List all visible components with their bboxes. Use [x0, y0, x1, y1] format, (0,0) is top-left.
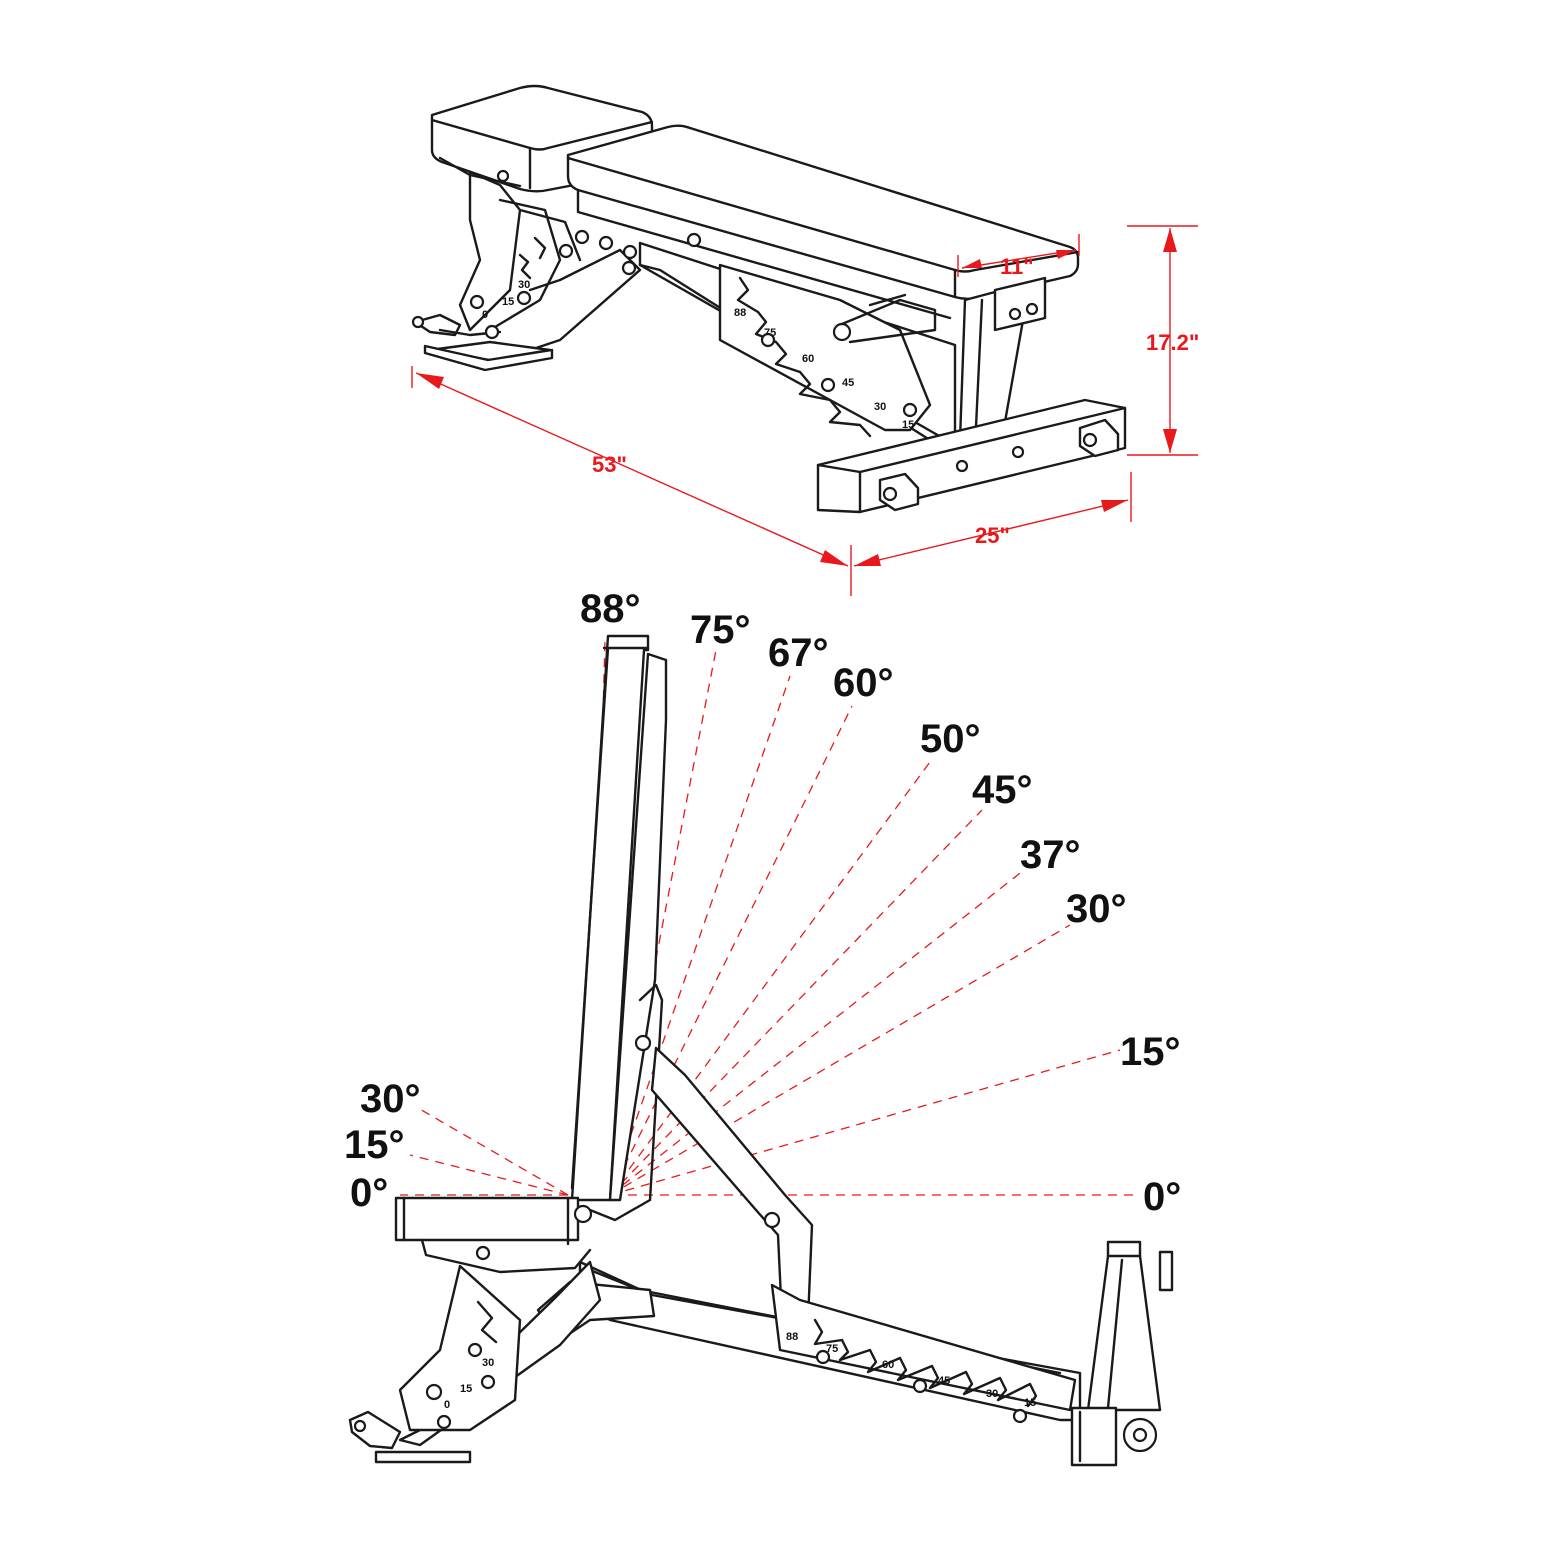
angle-label-30: 30° — [1066, 887, 1127, 931]
angle-rays — [400, 639, 1140, 1196]
top-seat-mark-30: 30 — [518, 279, 530, 291]
isometric-bench-drawing: 30 15 0 88 75 60 45 30 15 — [411, 84, 1127, 514]
front-support: 30 15 0 — [411, 169, 642, 372]
angle-label-0: 0° — [1143, 1175, 1181, 1219]
angle-label-88: 88° — [580, 587, 641, 631]
angle-label-67: 67° — [768, 631, 829, 675]
angle-label-75: 75° — [690, 608, 751, 652]
seat-angle-label-15: 15° — [344, 1123, 405, 1167]
seat-angle-label-0: 0° — [350, 1171, 388, 1215]
top-seat-mark-0: 0 — [482, 309, 488, 321]
seat-angle-labels: 30° 15° 0° — [344, 1077, 421, 1215]
angle-label-45: 45° — [972, 768, 1033, 812]
angle-label-15: 15° — [1120, 1030, 1181, 1074]
dim-height-label: 17.2" — [1146, 330, 1199, 355]
angle-label-37: 37° — [1020, 833, 1081, 877]
back-pad — [566, 124, 1080, 320]
dim-pad-width-label: 11" — [1000, 254, 1034, 279]
side-seat-mark-15: 15 — [460, 1383, 472, 1395]
side-seat-mark-0: 0 — [444, 1399, 450, 1411]
back-strut — [650, 1046, 814, 1327]
front-leg: 30 15 0 — [348, 1260, 602, 1464]
rear-upright-side — [1070, 1240, 1174, 1467]
top-ladder-mark-30: 30 — [874, 401, 886, 413]
main-rail: 88 75 60 45 30 15 — [638, 232, 957, 447]
seat-side — [394, 1196, 593, 1274]
top-ladder-mark-60: 60 — [802, 353, 814, 365]
dim-length-label: 53" — [592, 452, 627, 477]
side-ladder-mark-15: 15 — [1024, 1397, 1036, 1409]
side-ladder-mark-30: 30 — [986, 1388, 998, 1400]
angle-label-50: 50° — [920, 717, 981, 761]
dim-width-label: 25" — [975, 523, 1010, 548]
side-view-bench: 88 75 60 45 30 15 30 — [348, 634, 1174, 1467]
side-ladder-mark-45: 45 — [938, 1375, 950, 1387]
back-angle-labels: 88° 75° 67° 60° 50° 45° 37° 30° 15° 0° — [580, 587, 1181, 1219]
top-ladder-mark-15: 15 — [902, 419, 914, 431]
back-pad-upright — [570, 634, 668, 1222]
side-ladder-mark-60: 60 — [882, 1359, 894, 1371]
dimension-lines: 53" 25" 17.2" 11" — [411, 225, 1199, 596]
side-seat-mark-30: 30 — [482, 1357, 494, 1369]
top-ladder-mark-45: 45 — [842, 377, 854, 389]
top-ladder-mark-88: 88 — [734, 307, 746, 319]
side-ladder-mark-75: 75 — [826, 1343, 838, 1355]
angle-label-60: 60° — [833, 661, 894, 705]
seat-angle-label-30: 30° — [360, 1077, 421, 1121]
side-ladder-mark-88: 88 — [786, 1331, 798, 1343]
top-seat-mark-15: 15 — [502, 296, 514, 308]
rear-foot — [816, 398, 1127, 514]
